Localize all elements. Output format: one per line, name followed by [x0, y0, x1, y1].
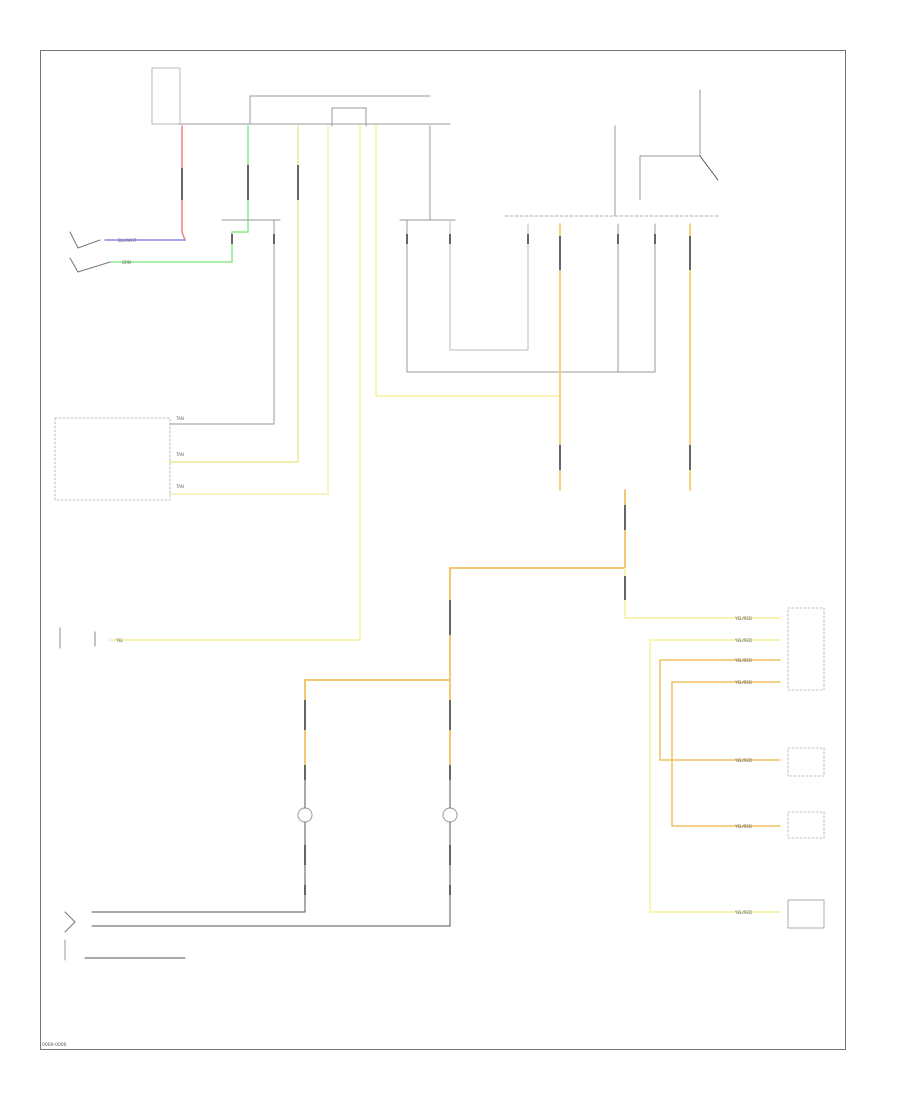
yellow-wire-4 — [375, 125, 561, 397]
wire-label-grn: GRN — [122, 260, 131, 265]
wire-label-yel-red-5: YEL/RED — [734, 758, 752, 763]
yellow-wire-2 — [169, 125, 329, 495]
switch-icon-3 — [64, 911, 76, 933]
gray-wire-1 — [169, 219, 275, 425]
yellow-wire-3 — [109, 125, 361, 641]
wire-label-yel-red-4: YEL/RED — [734, 680, 752, 685]
wire-label-tan-2: TAN — [175, 452, 184, 457]
lamp-icon-left — [297, 807, 313, 823]
yellow-wire-1 — [169, 125, 299, 463]
yellow-wire-8 — [649, 639, 781, 913]
wire-label-tan-3: TAN — [175, 484, 184, 489]
door-switch-icon — [59, 627, 96, 649]
orange-wire-4 — [671, 681, 781, 827]
lamp-icon-right — [442, 807, 458, 823]
ground-wire-2 — [91, 779, 451, 927]
yellow-wire-7 — [624, 567, 781, 619]
switch-box-left — [54, 417, 171, 501]
right-module-3 — [787, 811, 825, 839]
footer-code: 0000-0000 — [42, 1043, 67, 1048]
orange-wire-1 — [304, 489, 626, 781]
switch-icon-1 — [69, 231, 101, 249]
gray-wire-2 — [406, 219, 656, 373]
right-module-1 — [787, 607, 825, 691]
wire-label-tan-1: TAN — [175, 416, 184, 421]
gray-wire-3 — [449, 219, 529, 351]
wire-label-yel-red-1: YEL/RED — [734, 616, 752, 621]
wire-label-yel-red-2: YEL/RED — [734, 638, 752, 643]
wire-label-yel: YEL — [115, 638, 124, 643]
wire-label-yel-red-6: YEL/RED — [734, 824, 752, 829]
red-wire — [181, 125, 186, 241]
wire-label-yel-red-7: YEL/RED — [734, 910, 752, 915]
wire-label-yel-red-3: YEL/RED — [734, 658, 752, 663]
ground-wire-1 — [91, 779, 306, 913]
orange-wire-3 — [659, 659, 781, 761]
fuse-box — [151, 67, 181, 125]
wire-label-blu-wht: BLU/WHT — [118, 238, 137, 243]
right-module-4 — [787, 899, 825, 929]
diagram-frame — [40, 50, 846, 1050]
right-module-2 — [787, 747, 825, 777]
switch-icon-2 — [69, 257, 111, 273]
